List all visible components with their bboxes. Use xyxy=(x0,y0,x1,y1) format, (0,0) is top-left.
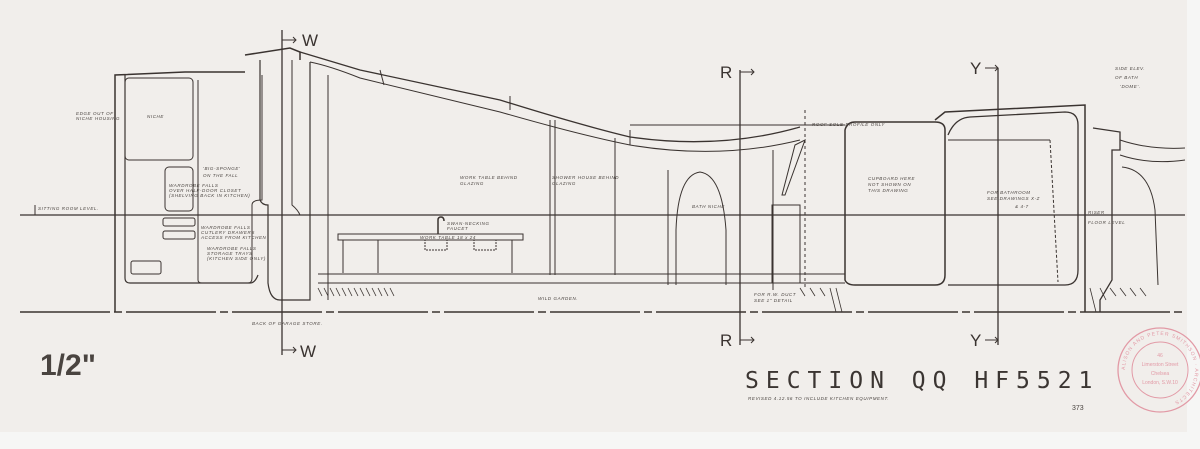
svg-text:SWAN-NECKING: SWAN-NECKING xyxy=(447,221,490,226)
roof-line xyxy=(299,51,801,143)
bath-dome xyxy=(844,121,946,286)
faucet xyxy=(437,216,445,234)
niche xyxy=(124,77,194,161)
left-wall xyxy=(114,71,245,312)
svg-text:WILD GARDEN.: WILD GARDEN. xyxy=(538,296,578,301)
svg-text:GLAZING: GLAZING xyxy=(552,181,576,186)
work-table xyxy=(337,233,524,241)
linework xyxy=(20,30,1186,355)
revision-note: REVISED 4.12.56 TO INCLUDE KITCHEN EQUIP… xyxy=(748,396,889,401)
svg-text:NICHE: NICHE xyxy=(147,114,164,119)
svg-text:BATH NICHE: BATH NICHE xyxy=(692,204,725,209)
svg-text:SHOWER HOUSE BEHIND: SHOWER HOUSE BEHIND xyxy=(552,175,619,180)
svg-text:SEE 1" DETAIL: SEE 1" DETAIL xyxy=(754,298,793,303)
drawing-title: SECTION QQ HF5521 xyxy=(745,368,1099,394)
svg-text:'BIG-SPONGE': 'BIG-SPONGE' xyxy=(203,166,240,171)
svg-text:RISER: RISER xyxy=(1088,210,1105,215)
svg-text:FOR R.W. DUCT: FOR R.W. DUCT xyxy=(754,292,797,297)
svg-text:NICHE HOUSING: NICHE HOUSING xyxy=(76,116,120,121)
marker-r-bottom: R xyxy=(720,331,732,350)
svg-text:& 4-7: & 4-7 xyxy=(1015,204,1029,209)
svg-text:WARDROBE FALLS: WARDROBE FALLS xyxy=(207,246,257,251)
marker-w-top: W xyxy=(302,31,318,50)
marker-y-bottom: Y xyxy=(970,331,981,350)
svg-text:THIS DRAWING: THIS DRAWING xyxy=(868,188,908,193)
scale-label: 1/2" xyxy=(40,349,96,382)
ground-hatching xyxy=(317,287,1147,313)
svg-text:46: 46 xyxy=(1157,353,1163,359)
marker-r-top: R xyxy=(720,63,732,82)
marker-w-bottom: W xyxy=(300,342,316,361)
annotations: SITTING ROOM LEVEL. BACK OF GARAGE STORE… xyxy=(38,111,1125,326)
svg-text:ON THE FALL: ON THE FALL xyxy=(203,173,238,178)
svg-text:SITTING ROOM LEVEL.: SITTING ROOM LEVEL. xyxy=(38,206,99,211)
svg-text:WORK TABLE 18 x 24: WORK TABLE 18 x 24 xyxy=(420,235,476,240)
svg-text:CUTLERY DRAWERS: CUTLERY DRAWERS xyxy=(201,230,255,235)
svg-text:GLAZING: GLAZING xyxy=(460,181,484,186)
svg-text:FAUCET: FAUCET xyxy=(447,226,469,231)
svg-text:WORK TABLE BEHIND: WORK TABLE BEHIND xyxy=(460,175,518,180)
svg-text:(KITCHEN SIDE ONLY): (KITCHEN SIDE ONLY) xyxy=(207,256,266,261)
svg-text:OVER HALF-DOOR CLOSET: OVER HALF-DOOR CLOSET xyxy=(169,188,242,193)
svg-text:NOT SHOWN ON: NOT SHOWN ON xyxy=(868,182,911,187)
svg-text:CUPBOARD HERE: CUPBOARD HERE xyxy=(868,176,915,181)
svg-text:BACK OF GARAGE STORE.: BACK OF GARAGE STORE. xyxy=(252,321,323,326)
svg-text:SIDE ELEV.: SIDE ELEV. xyxy=(1115,66,1145,71)
svg-text:STORAGE TRAYS: STORAGE TRAYS xyxy=(207,251,253,256)
svg-text:Chelsea: Chelsea xyxy=(1151,371,1170,377)
bath-niche-arch xyxy=(675,171,727,285)
svg-text:Limerston Street: Limerston Street xyxy=(1142,362,1179,368)
svg-text:WARDROBE FALLS: WARDROBE FALLS xyxy=(201,225,251,230)
svg-text:'DOME'.: 'DOME'. xyxy=(1120,84,1141,89)
svg-text:FOR BATHROOM: FOR BATHROOM xyxy=(987,190,1031,195)
marker-y-top: Y xyxy=(970,59,981,78)
pencil-number: 373 xyxy=(1072,405,1084,412)
svg-text:FLOOR LEVEL: FLOOR LEVEL xyxy=(1088,220,1125,225)
svg-text:OF BATH: OF BATH xyxy=(1115,75,1138,80)
svg-text:ROOF SOLE PROFILE ONLY: ROOF SOLE PROFILE ONLY xyxy=(812,122,885,127)
svg-text:ACCESS FROM KITCHEN: ACCESS FROM KITCHEN xyxy=(200,235,267,240)
side-elevation-note: SIDE ELEV. OF BATH 'DOME'. xyxy=(1115,66,1145,89)
svg-text:SEE DRAWINGS X-Z: SEE DRAWINGS X-Z xyxy=(987,196,1040,201)
svg-text:London, S.W.10: London, S.W.10 xyxy=(1142,380,1178,386)
svg-text:EDGE OUT OF: EDGE OUT OF xyxy=(76,111,114,116)
svg-text:(SHELVING BACK IN KITCHEN): (SHELVING BACK IN KITCHEN) xyxy=(169,193,250,198)
svg-text:WARDROBE FALLS: WARDROBE FALLS xyxy=(169,183,219,188)
